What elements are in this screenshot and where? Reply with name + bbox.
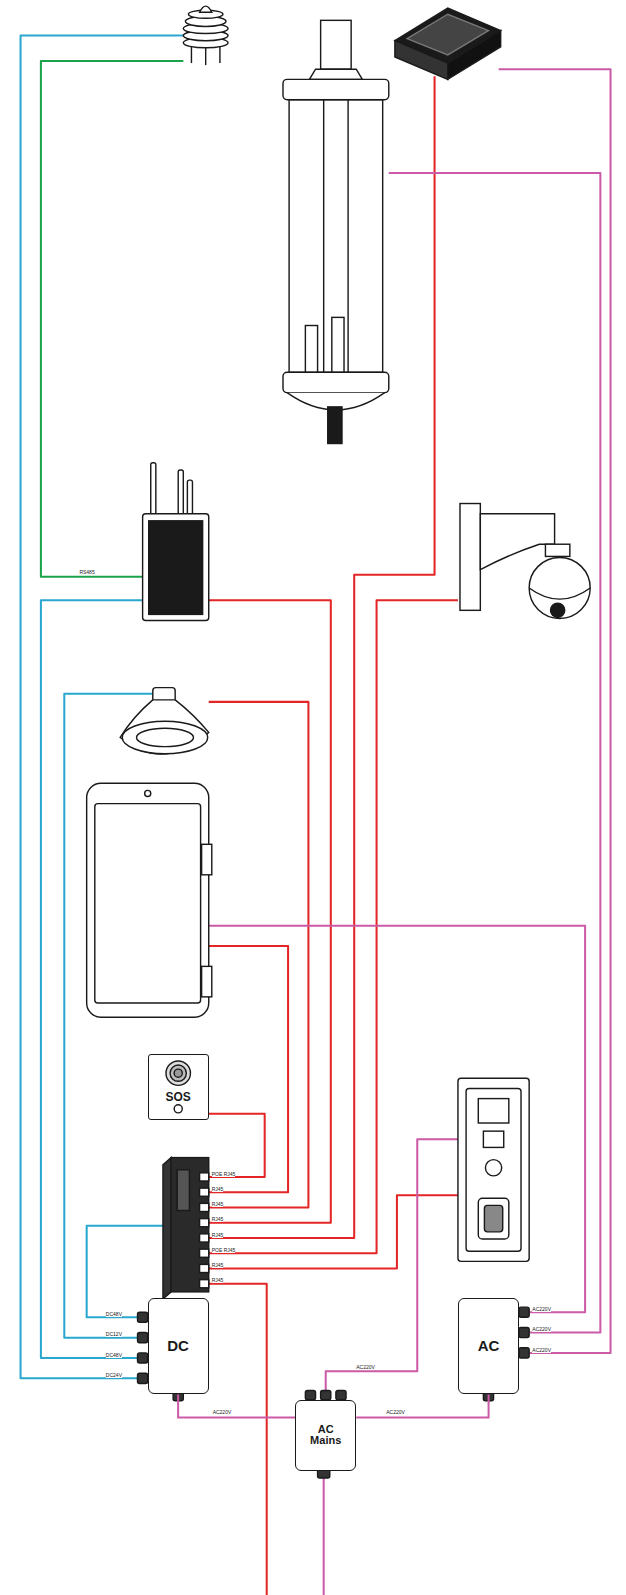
- gateway-device: [395, 8, 501, 79]
- voltage-label: AC220V: [532, 1348, 551, 1353]
- voltage-label: AC220V: [532, 1307, 551, 1312]
- horn-speaker: [120, 688, 208, 754]
- voltage-label: AC220V: [356, 1365, 375, 1370]
- dc-power-box: DC: [148, 1298, 209, 1395]
- network-cable: [209, 946, 288, 1192]
- port-label: RJ45: [212, 1233, 224, 1238]
- ac-wire: [323, 1477, 325, 1595]
- sos-call-point: SOS: [148, 1054, 209, 1120]
- network-cable: [209, 76, 435, 1238]
- port-label: RJ45: [212, 1278, 224, 1283]
- cylinder-sensor: [283, 20, 389, 443]
- port-label: RJ45: [212, 1263, 224, 1268]
- port-label: POE RJ45: [212, 1172, 236, 1177]
- node-label: DC: [167, 1338, 189, 1354]
- voltage-label: AC220V: [386, 1410, 405, 1415]
- ac-supply-wire: [178, 1394, 295, 1417]
- voltage-label: AC220V: [213, 1410, 232, 1415]
- port-label: RJ45: [212, 1187, 224, 1192]
- network-cable: [209, 1195, 458, 1268]
- network-cable: [209, 702, 309, 1208]
- voltage-label: DC48V: [106, 1353, 122, 1358]
- uplink-cable: [209, 1284, 267, 1595]
- voltage-label: DC12V: [106, 1332, 122, 1337]
- port-label: RJ45: [212, 1202, 224, 1207]
- rs485-wire: [41, 61, 183, 577]
- network-switch: [163, 1158, 209, 1299]
- node-label: SOS: [165, 1091, 190, 1104]
- ac-supply-wire: [356, 1394, 488, 1417]
- access-kiosk: [458, 1078, 529, 1261]
- tablet-display: [87, 783, 212, 1017]
- signal-name: RS485: [79, 570, 94, 575]
- ac-power-box: AC: [458, 1298, 519, 1395]
- node-label: AC Mains: [306, 1424, 346, 1447]
- ac-mains-box: AC Mains: [295, 1400, 356, 1471]
- ptz-camera: [460, 504, 590, 619]
- node-label: AC: [478, 1338, 500, 1354]
- ac-wire: [209, 926, 585, 1313]
- voltage-label: DC48V: [106, 1312, 122, 1317]
- network-cable: [209, 1114, 265, 1177]
- port-label: POE RJ45: [212, 1248, 236, 1253]
- network-cable: [209, 600, 331, 1223]
- weather-sensor: [183, 6, 228, 65]
- voltage-label: DC24V: [106, 1373, 122, 1378]
- ac-wire: [389, 173, 601, 1333]
- port-label: RJ45: [212, 1217, 224, 1222]
- sos-grille: [166, 1061, 190, 1113]
- ac-wire: [326, 1139, 458, 1391]
- router: [143, 463, 209, 621]
- voltage-label: AC220V: [532, 1327, 551, 1332]
